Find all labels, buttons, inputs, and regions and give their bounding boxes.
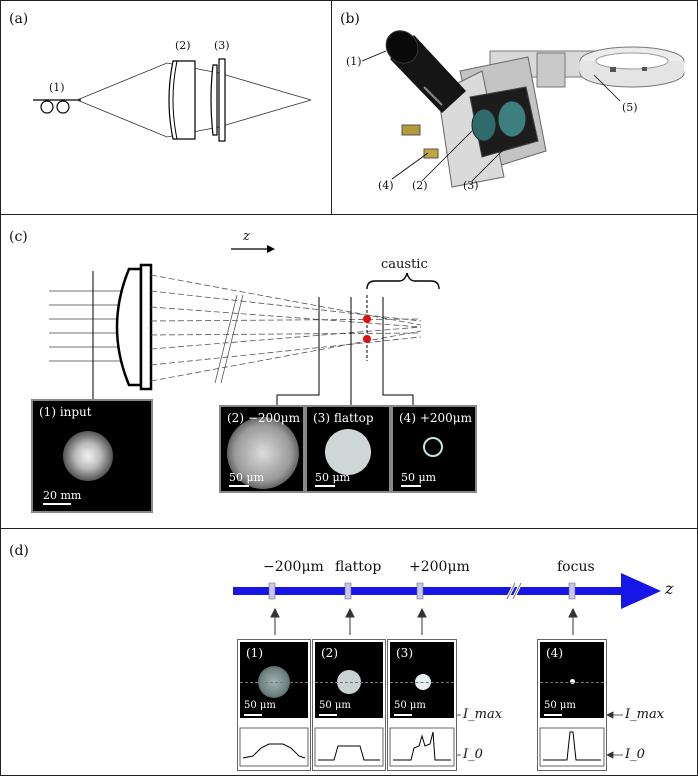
panel-c: (c) xyxy=(0,214,698,529)
panel-d-label: (d) xyxy=(9,543,29,559)
imax-label-2: I_max xyxy=(625,707,665,722)
callout-b3: (3) xyxy=(463,179,479,192)
panel-d: (d) xyxy=(0,528,698,776)
scalebar xyxy=(229,485,249,487)
profile-cell-2: (2) 50 μm xyxy=(312,639,386,771)
scalebar xyxy=(394,714,412,716)
profile-cell-1: (1) 50 μm xyxy=(237,639,311,771)
scalebar xyxy=(401,485,421,487)
position-label-plus200: +200μm xyxy=(409,559,470,575)
callout-b1: (1) xyxy=(346,55,362,68)
panel-c-beam-diagram xyxy=(49,245,440,405)
callout-a1: (1) xyxy=(49,81,65,94)
scalebar-label: 50 μm xyxy=(394,700,426,711)
tile-d4: (4) 50 μm xyxy=(540,642,604,718)
profile-line xyxy=(315,682,383,683)
callout-a3: (3) xyxy=(214,39,230,52)
panel-d-z-label: z xyxy=(665,579,674,598)
panel-c-z-label: z xyxy=(243,229,250,244)
beam-ring xyxy=(423,437,443,457)
tile-label: (2) −200μm xyxy=(227,411,300,425)
callout-b4: (4) xyxy=(378,179,394,192)
tile-c-input: (1) input 20 mm xyxy=(31,399,153,513)
profile-cell-4: (4) 50 μm xyxy=(537,639,607,771)
tile-d2: (2) 50 μm xyxy=(315,642,383,718)
panel-b: (b) xyxy=(331,0,698,215)
intensity-profile xyxy=(389,727,455,767)
position-label-focus: focus xyxy=(557,559,595,575)
tile-c-plus200: (4) +200μm 50 μm xyxy=(391,405,477,493)
panel-a-optics-diagram xyxy=(33,58,312,142)
callout-b5: (5) xyxy=(622,101,638,114)
intensity-profile xyxy=(314,727,384,767)
intensity-profile xyxy=(239,727,309,767)
profile-cell-3: (3) 50 μm xyxy=(387,639,457,771)
scalebar-label: 50 μm xyxy=(319,700,351,711)
panel-a: (a) (1) (2) (3) xyxy=(0,0,332,215)
tile-label: (3) flattop xyxy=(313,411,374,425)
profile-line xyxy=(240,682,308,683)
tile-d3: (3) 50 μm xyxy=(390,642,454,718)
scalebar-label: 50 μm xyxy=(544,700,576,711)
beam-spot xyxy=(570,679,575,684)
scalebar-label: 50 μm xyxy=(244,700,276,711)
scalebar xyxy=(315,485,335,487)
scalebar-label: 20 mm xyxy=(43,489,82,502)
scalebar-label: 50 μm xyxy=(401,471,437,484)
profile-line xyxy=(390,682,454,683)
tile-label: (1) input xyxy=(39,405,92,419)
tile-label: (3) xyxy=(396,646,413,660)
beam-spot xyxy=(325,429,371,475)
tile-label: (4) xyxy=(546,646,563,660)
imax-label-1: I_max xyxy=(463,707,503,722)
callout-b2: (2) xyxy=(412,179,428,192)
scalebar xyxy=(544,714,562,716)
position-label-flattop: flattop xyxy=(335,559,382,575)
callout-a2: (2) xyxy=(175,39,191,52)
tile-label: (1) xyxy=(246,646,263,660)
tile-c-flattop: (3) flattop 50 μm xyxy=(305,405,391,493)
position-label-minus200: −200μm xyxy=(263,559,324,575)
panel-b-label: (b) xyxy=(340,11,360,27)
caustic-label: caustic xyxy=(381,257,428,272)
i0-label-2: I_0 xyxy=(625,747,645,762)
tile-d1: (1) 50 μm xyxy=(240,642,308,718)
panel-a-label: (a) xyxy=(9,11,29,27)
scalebar xyxy=(319,714,337,716)
tile-c-minus200: (2) −200μm 50 μm xyxy=(219,405,305,493)
tile-label: (2) xyxy=(321,646,338,660)
panel-b-mechanical-render xyxy=(361,30,685,188)
scalebar-label: 50 μm xyxy=(315,471,351,484)
scalebar xyxy=(244,714,262,716)
intensity-profile xyxy=(539,727,605,767)
scalebar-label: 50 μm xyxy=(229,471,265,484)
beam-spot xyxy=(63,431,113,481)
panel-c-label: (c) xyxy=(9,229,28,245)
scalebar xyxy=(43,503,71,505)
tile-label: (4) +200μm xyxy=(399,411,472,425)
i0-label-1: I_0 xyxy=(463,747,483,762)
profile-line xyxy=(540,682,604,683)
beam-spot xyxy=(227,417,299,489)
